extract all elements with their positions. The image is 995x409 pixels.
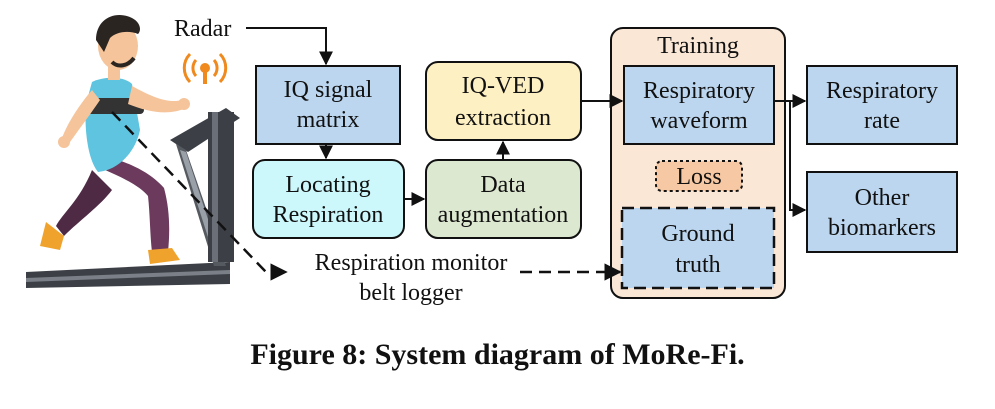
loss-box: Loss	[655, 160, 743, 192]
iq-signal-matrix-box: IQ signal matrix	[255, 65, 401, 145]
locating-respiration-box: Locating Respiration	[252, 159, 405, 239]
respiratory-waveform-box: Respiratory waveform	[623, 65, 775, 145]
svg-text:Respiratory: Respiratory	[643, 78, 755, 104]
svg-text:Loss: Loss	[676, 164, 721, 190]
svg-text:Respiratory: Respiratory	[826, 78, 938, 104]
svg-text:Data: Data	[480, 172, 526, 198]
runner-head	[96, 14, 140, 80]
shoe-icon	[40, 222, 64, 250]
respiratory-rate-box: Respiratory rate	[806, 65, 958, 145]
ground-truth-box: Ground truth	[620, 206, 776, 290]
belt-logger-label-line1: Respiration monitor	[315, 250, 508, 276]
svg-text:truth: truth	[675, 252, 720, 278]
runner-illustration	[26, 14, 240, 288]
radar-label: Radar	[174, 16, 231, 42]
iq-ved-extraction-box: IQ-VED extraction	[425, 61, 582, 141]
shoe-icon	[148, 248, 180, 264]
svg-text:augmentation: augmentation	[438, 202, 569, 228]
training-title: Training	[657, 33, 739, 59]
arrows	[111, 27, 807, 281]
svg-text:waveform: waveform	[650, 108, 748, 134]
arrow-belt-to-logger	[111, 111, 288, 281]
figure-caption: Figure 8: System diagram of MoRe-Fi.	[250, 338, 745, 371]
svg-text:Ground: Ground	[661, 221, 734, 247]
arrow-radar-to-iq	[246, 27, 333, 66]
svg-text:Locating: Locating	[285, 172, 370, 198]
belt-logger-label-line2: belt logger	[359, 280, 462, 306]
radar-icon	[182, 52, 228, 84]
data-augmentation-box: Data augmentation	[425, 159, 582, 239]
svg-text:matrix: matrix	[297, 107, 360, 133]
other-biomarkers-box: Other biomarkers	[806, 171, 958, 253]
svg-text:IQ signal: IQ signal	[284, 77, 373, 103]
svg-text:Respiration: Respiration	[273, 202, 384, 228]
svg-text:Other: Other	[855, 185, 910, 211]
svg-text:rate: rate	[864, 108, 900, 134]
arrow-waveform-to-biomarkers	[789, 101, 807, 217]
svg-text:biomarkers: biomarkers	[828, 215, 936, 241]
svg-text:IQ-VED: IQ-VED	[462, 73, 545, 99]
svg-text:extraction: extraction	[455, 105, 551, 131]
treadmill-icon	[26, 108, 240, 288]
